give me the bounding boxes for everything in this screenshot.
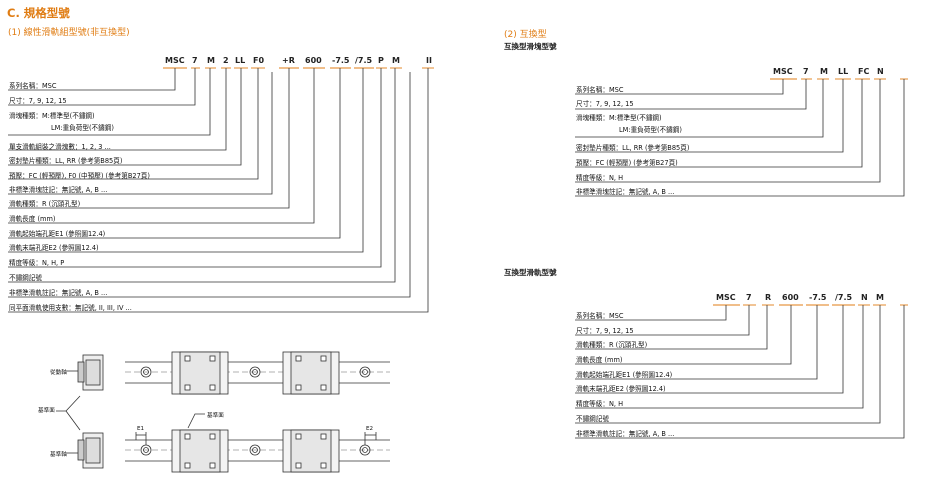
code-part: MSC [165,56,185,65]
left-subtitle: (1) 線性滑軌組型號(非互換型) [8,28,130,38]
code-part: 600 [305,56,322,65]
row: 滑軌種類：R (沉頭孔型) [9,200,81,208]
row: 精度等級：N, H [576,174,624,182]
row: 滑軌起始端孔距E1 (參照圖12.4) [9,230,106,238]
code-part: N [877,67,884,76]
row: LM:重負荷型(不鏽鋼) [51,124,114,132]
row: 非標準滑軌註記：無記號, A, B ... [576,430,675,438]
block-title: 互換型滑塊型號 [504,42,557,51]
row: 滑塊種類：M:標準型(不鏽鋼) [576,114,662,122]
row: 非標準滑塊註記：無記號, A, B ... [576,188,675,196]
row: 密封墊片種類：LL, RR (參考第B85頁) [576,144,690,152]
right-subtitle: (2) 互換型 [504,30,547,40]
label-ref-axis: 基準軸 [50,452,67,458]
label-ref-face-2: 基準面 [207,413,224,419]
leader-lines [8,68,905,439]
code-part: F0 [253,56,265,65]
code-part: -7.5 [332,56,350,65]
label-ref-face: 基準面 [38,408,55,414]
row: 非標準滑軌註記：無記號, A, B ... [9,289,108,297]
row: 不鏽鋼記號 [9,274,42,282]
row: 尺寸：7, 9, 12, 15 [576,100,634,108]
code-part: M [876,293,884,302]
rail-drawing-top [77,351,390,395]
row: 系列名稱：MSC [576,86,624,94]
label-moving-axis: 從動軸 [50,370,67,376]
row: 預壓：FC (輕預壓) (參考第B27頁) [576,159,678,167]
code-part: /7.5 [835,293,853,302]
code-part: MSC [716,293,736,302]
row: 滑軌種類：R (沉頭孔型) [576,341,648,349]
row: LM:重負荷型(不鏽鋼) [619,126,682,134]
rail-title: 互換型滑軌型號 [504,268,557,277]
code-part: R [765,293,772,302]
row: 滑軌長度 (mm) [9,215,56,223]
code-part: LL [235,56,246,65]
code-part: M [392,56,400,65]
row: 精度等級：N, H, P [9,259,65,267]
row: 不鏽鋼記號 [576,415,609,423]
row: 系列名稱：MSC [9,82,57,90]
code-part: /7.5 [355,56,373,65]
row: 滑軌起始端孔距E1 (參照圖12.4) [576,371,673,379]
row: 精度等級：N, H [576,400,624,408]
rail-drawing-bottom [56,370,390,473]
row: 尺寸：7, 9, 12, 15 [9,97,67,105]
row: 滑軌末端孔距E2 (參照圖12.4) [9,244,99,252]
code-part: P [378,56,384,65]
row: 滑塊種類：M:標準型(不鏽鋼) [9,112,95,120]
code-part: 7 [803,67,809,76]
code-part: MSC [773,67,793,76]
code-part: FC [858,67,870,76]
row: 單支滑軌組裝之滑塊數：1, 2, 3 ... [9,143,111,151]
code-part: 7 [746,293,752,302]
code-part: M [820,67,828,76]
row: 非標準滑塊註記：無記號, A, B ... [9,186,108,194]
code-part: +R [282,56,295,65]
row: 系列名稱：MSC [576,312,624,320]
code-part: M [207,56,215,65]
row: 滑軌末端孔距E2 (參照圖12.4) [576,385,666,393]
code-part: 7 [192,56,198,65]
code-part: 2 [223,56,229,65]
code-part: N [861,293,868,302]
row: 密封墊片種類：LL, RR (參考第B85頁) [9,157,123,165]
row: 尺寸：7, 9, 12, 15 [576,327,634,335]
row: 滑軌長度 (mm) [576,356,623,364]
orange-underlines [163,67,908,306]
row: 同平面滑軌使用支數：無記號, II, III, IV ... [9,304,132,312]
code-part: LL [838,67,849,76]
code-part: -7.5 [809,293,827,302]
code-part: 600 [782,293,799,302]
row: 預壓：FC (輕預壓), F0 (中預壓) (參考第B27頁) [9,172,150,180]
section-title: C. 規格型號 [7,6,70,20]
label-e2: E2 [366,426,374,432]
label-e1: E1 [137,426,145,432]
code-part: II [426,56,432,65]
